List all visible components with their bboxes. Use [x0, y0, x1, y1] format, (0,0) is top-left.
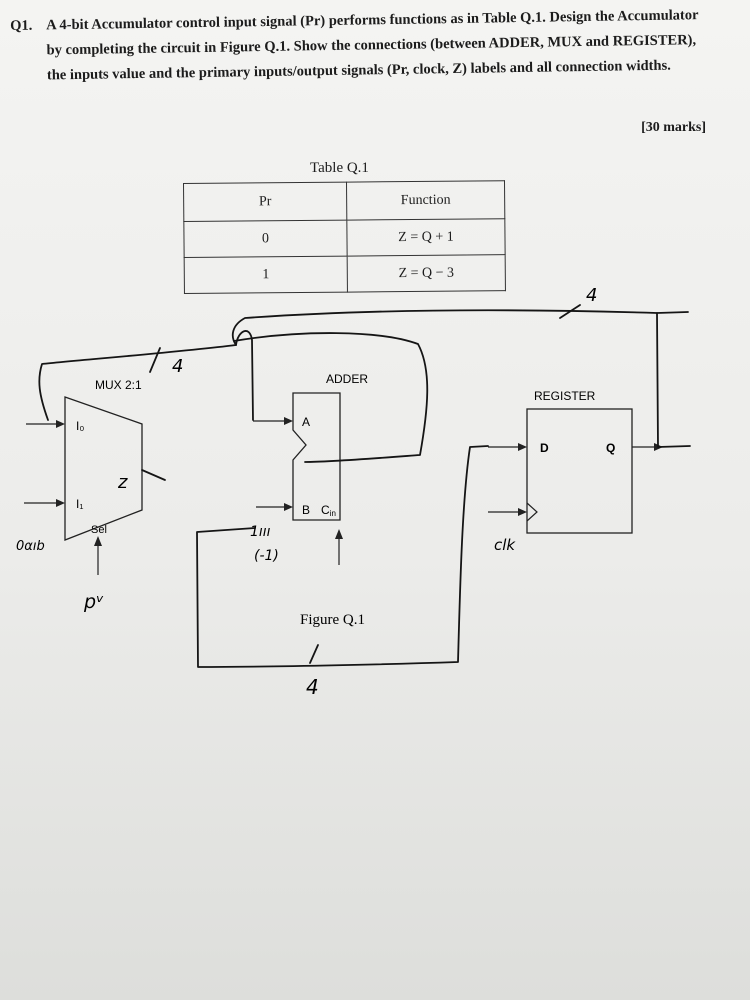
b-value-binary: 1ııı: [250, 524, 271, 540]
arrow-icon: [56, 499, 65, 507]
arrow-icon: [94, 536, 102, 546]
adder-a-label: A: [302, 415, 310, 429]
arrow-icon: [335, 529, 343, 539]
arrow-icon: [284, 417, 293, 425]
z-output-label: z: [117, 472, 128, 493]
arrow-icon: [56, 420, 65, 428]
register-shape: [526, 408, 633, 534]
register-q-label: Q: [606, 441, 615, 455]
adder-title: ADDER: [326, 372, 368, 386]
clock-label: clk: [494, 536, 516, 554]
hand-drawn-wires: [38, 304, 691, 668]
table-caption: Table Q.1: [310, 160, 369, 176]
left-value-label: 0αıb: [16, 539, 45, 554]
marks-label: [30 marks]: [641, 120, 706, 135]
register-d-label: D: [540, 441, 549, 455]
mux-input-0-label: I₀: [76, 419, 84, 433]
arrow-icon: [284, 503, 293, 511]
clock-triangle: [526, 502, 538, 522]
mux-sel-label: Sel: [91, 524, 107, 536]
width-label-right: 4: [586, 285, 597, 306]
register-title: REGISTER: [534, 389, 596, 403]
mux-shape: [64, 396, 143, 541]
figure-caption: Figure Q.1: [300, 612, 365, 628]
mux-title: MUX 2:1: [95, 378, 142, 392]
arrow-icon: [518, 443, 527, 451]
width-label-bottom: 4: [306, 675, 319, 699]
adder-b-label: B: [302, 503, 310, 517]
arrow-icon: [518, 508, 527, 516]
mux-input-1-label: I₁: [76, 497, 83, 511]
b-value-decimal: (-1): [254, 548, 279, 564]
adder-cin-label: Cin: [321, 503, 336, 518]
pr-input-label: pᵛ: [83, 591, 104, 613]
width-label-mux: 4: [172, 356, 183, 377]
adder-shape: [292, 392, 341, 521]
